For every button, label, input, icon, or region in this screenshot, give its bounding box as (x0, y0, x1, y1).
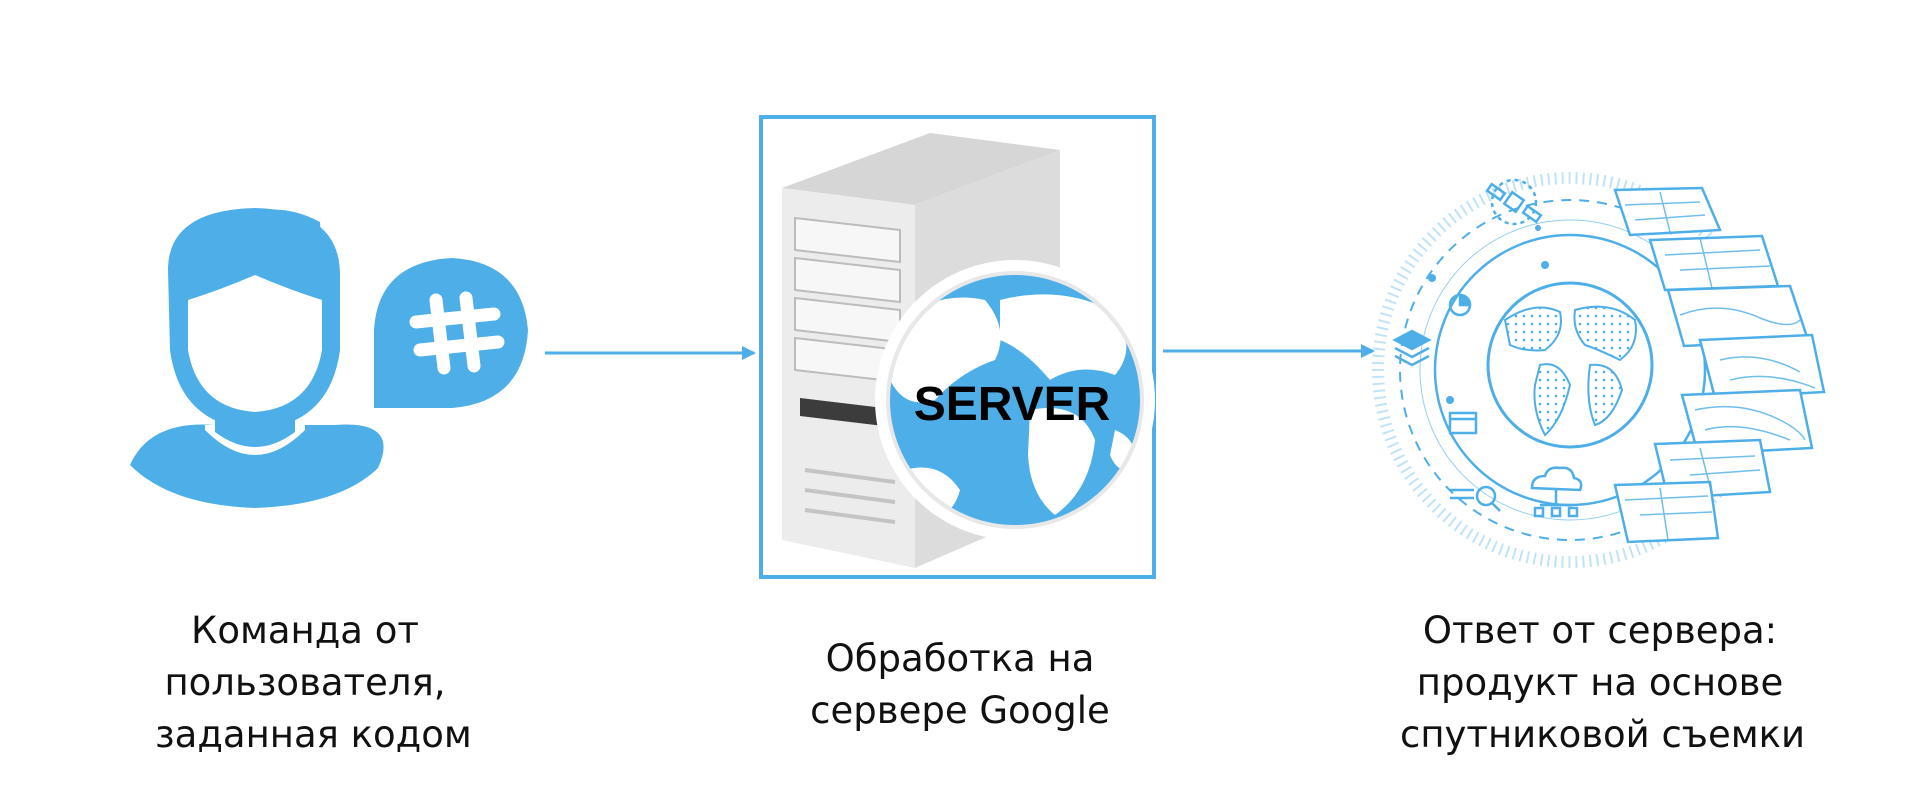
pie-chart-icon (1448, 293, 1472, 317)
satellite-icon (1485, 178, 1543, 226)
earth-icon (1486, 281, 1654, 449)
caption-line: сервере Google (810, 689, 1110, 732)
caption-line: Команда от (191, 609, 419, 652)
caption-server-response: Ответ от сервера: продукт на основе спут… (1400, 605, 1806, 761)
cloud-network-icon (1530, 466, 1583, 518)
caption-line: продукт на основе (1416, 661, 1784, 704)
caption-line: заданная кодом (155, 713, 472, 756)
caption-line: Обработка на (825, 637, 1095, 680)
hashtag-bubble-icon (374, 258, 528, 408)
dashboard-icon (1448, 411, 1478, 435)
caption-server-processing: Обработка на сервере Google (800, 633, 1120, 737)
globe-icon (875, 260, 1155, 540)
satellite-map-layers-icon (1372, 172, 1826, 568)
caption-line: Ответ от сервера: (1422, 609, 1778, 652)
server-label: SERVER (914, 378, 1111, 431)
layers-icon (1392, 329, 1432, 367)
caption-user-command: Команда от пользователя, заданная кодом (155, 605, 472, 761)
caption-line: пользователя, (164, 661, 446, 704)
search-icon (1450, 485, 1501, 512)
user-icon (130, 208, 384, 508)
caption-line: спутниковой съемки (1400, 713, 1806, 756)
